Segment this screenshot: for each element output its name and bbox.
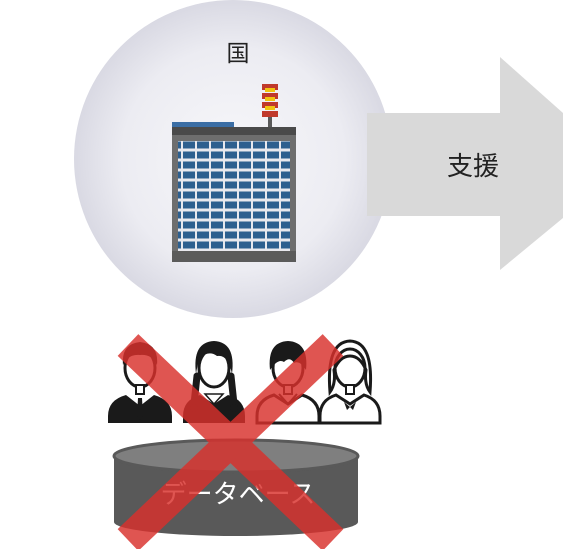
support-label: 支援 <box>447 152 499 182</box>
support-arrow: 支援 <box>367 57 563 270</box>
government-node: 国 <box>74 0 392 318</box>
red-x-icon <box>117 334 344 549</box>
government-label: 国 <box>227 41 250 67</box>
right-arrow-icon <box>367 57 563 270</box>
government-building-icon <box>172 84 296 262</box>
woman-in-blouse-icon <box>318 339 382 425</box>
